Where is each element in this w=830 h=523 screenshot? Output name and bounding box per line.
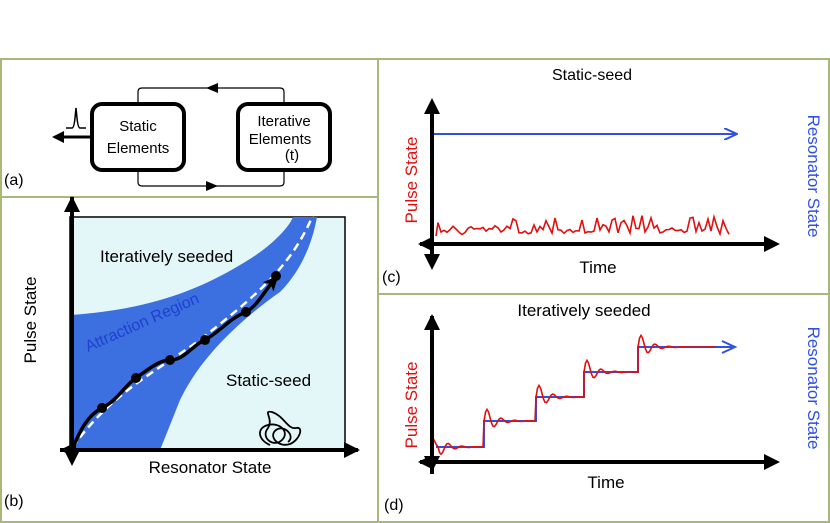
c-x-arrow-left [418, 236, 434, 252]
static-seed-scribble [259, 410, 302, 446]
c-pulse-trace [435, 213, 730, 237]
panel-d-label: (d) [384, 497, 404, 514]
panel-c-label: (c) [382, 269, 401, 286]
b-y-arrow-up [64, 196, 80, 212]
trajectory-point [200, 335, 210, 345]
c-y-right-label: Resonator State [804, 115, 823, 238]
trajectory-points [97, 271, 281, 413]
c-x-axis-label: Time [579, 258, 616, 277]
static-elements-box [90, 102, 186, 172]
c-y-arrow-up [424, 98, 440, 114]
c-title: Static-seed [552, 67, 632, 84]
pulse-icon [66, 107, 86, 129]
c-y-left-label: Pulse State [402, 137, 421, 224]
panel-b: Pulse State Resonator State Iteratively … [4, 196, 360, 510]
b-y-axis-label: Pulse State [21, 277, 40, 364]
trajectory-point [165, 355, 175, 365]
b-x-axis-label: Resonator State [149, 458, 272, 477]
static-seed-label: Static-seed [226, 371, 311, 390]
b-x-arrow-left [60, 442, 76, 458]
trajectory-point [241, 307, 251, 317]
d-x-axis-label: Time [587, 473, 624, 492]
trajectory-point [271, 271, 281, 281]
panel-d-frame [377, 293, 830, 523]
loop-arrow-bottom [206, 181, 218, 191]
trajectory-point [131, 373, 141, 383]
d-title: Iteratively seeded [517, 301, 650, 320]
attraction-region-band [70, 217, 317, 450]
c-y-arrow-down [424, 254, 440, 270]
panel-b-label: (b) [4, 493, 24, 510]
panel-a-label: (a) [4, 172, 24, 189]
trajectory-point [97, 403, 107, 413]
d-y-arrow-up [424, 314, 440, 330]
feedback-loop-top [137, 87, 285, 104]
d-x-arrow-right [764, 454, 780, 470]
attraction-trajectory [70, 214, 315, 449]
d-resonator-arrow [721, 340, 738, 354]
d-y-right-label: Resonator State [804, 327, 823, 450]
c-x-arrow-right [764, 236, 780, 252]
iteratively-seeded-label: Iteratively seeded [100, 247, 233, 266]
d-y-left-label: Pulse State [402, 362, 421, 449]
panel-d: Iteratively seeded Time Pulse State Reso… [384, 301, 823, 514]
output-arrow-head [52, 131, 64, 143]
b-x-arrow-right [344, 442, 360, 458]
loop-arrow-top [206, 83, 218, 93]
panel-c: Static-seed Time Pulse State Resonator S… [382, 67, 823, 286]
d-pulse-trace [431, 333, 716, 456]
d-x-arrow-left [418, 454, 434, 470]
